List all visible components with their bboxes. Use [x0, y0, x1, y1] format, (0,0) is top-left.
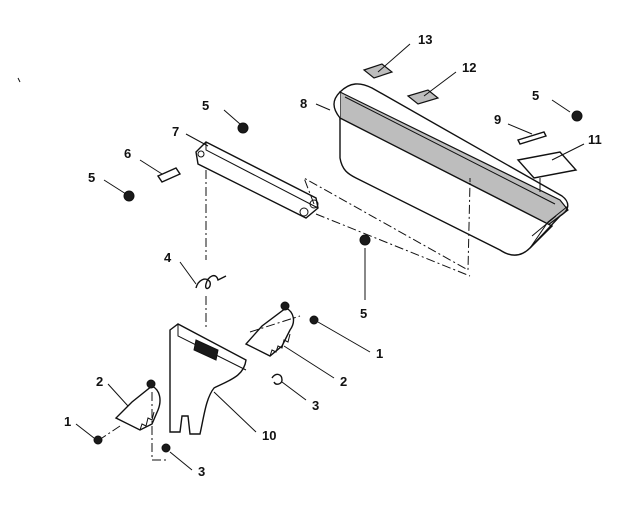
screw-5-left	[123, 190, 135, 202]
callout-4: 4	[164, 250, 172, 265]
callout-3-bottom: 3	[198, 464, 205, 479]
warning-label-11	[516, 151, 578, 192]
screw-1-right	[309, 315, 319, 325]
screw-5-center	[359, 234, 371, 246]
callout-5-center: 5	[360, 306, 367, 321]
callout-6: 6	[124, 146, 131, 161]
stray-mark	[17, 77, 21, 83]
callout-10: 10	[262, 428, 276, 443]
callout-8: 8	[300, 96, 307, 111]
clip-3-bottom	[161, 443, 171, 453]
screw-5-top-mid	[237, 122, 249, 134]
callout-13: 13	[418, 32, 432, 47]
callout-7: 7	[172, 124, 179, 139]
bracket-10	[169, 323, 247, 435]
screw-1-left	[93, 435, 103, 445]
callout-12: 12	[462, 60, 476, 75]
callout-5-top-right: 5	[532, 88, 539, 103]
callout-11: 11	[588, 132, 602, 147]
leader-lines	[75, 43, 585, 471]
pawl-2-left	[114, 379, 161, 431]
callout-2-left: 2	[96, 374, 103, 389]
callout-5-top-mid: 5	[202, 98, 209, 113]
clip-3-mid	[271, 373, 283, 385]
warning-label-12	[406, 89, 440, 105]
warning-label-13	[362, 63, 394, 79]
pin-6	[156, 167, 182, 183]
callout-3-mid: 3	[312, 398, 319, 413]
assembly-lines	[101, 170, 471, 461]
screw-5-top-right	[571, 110, 583, 122]
callout-1-left: 1	[64, 414, 71, 429]
callout-5-left: 5	[88, 170, 95, 185]
callouts: 13 12 8 5 5 9 11 7 6 5 5 4 1 2 3 10 2 1 …	[64, 32, 602, 479]
pin-9	[517, 131, 547, 145]
support-arm	[195, 141, 319, 219]
callout-1-right: 1	[376, 346, 383, 361]
callout-9: 9	[494, 112, 501, 127]
callout-2-right: 2	[340, 374, 347, 389]
spring-4	[195, 274, 227, 290]
blade-guard	[333, 83, 569, 256]
pawl-2-right	[244, 301, 295, 357]
